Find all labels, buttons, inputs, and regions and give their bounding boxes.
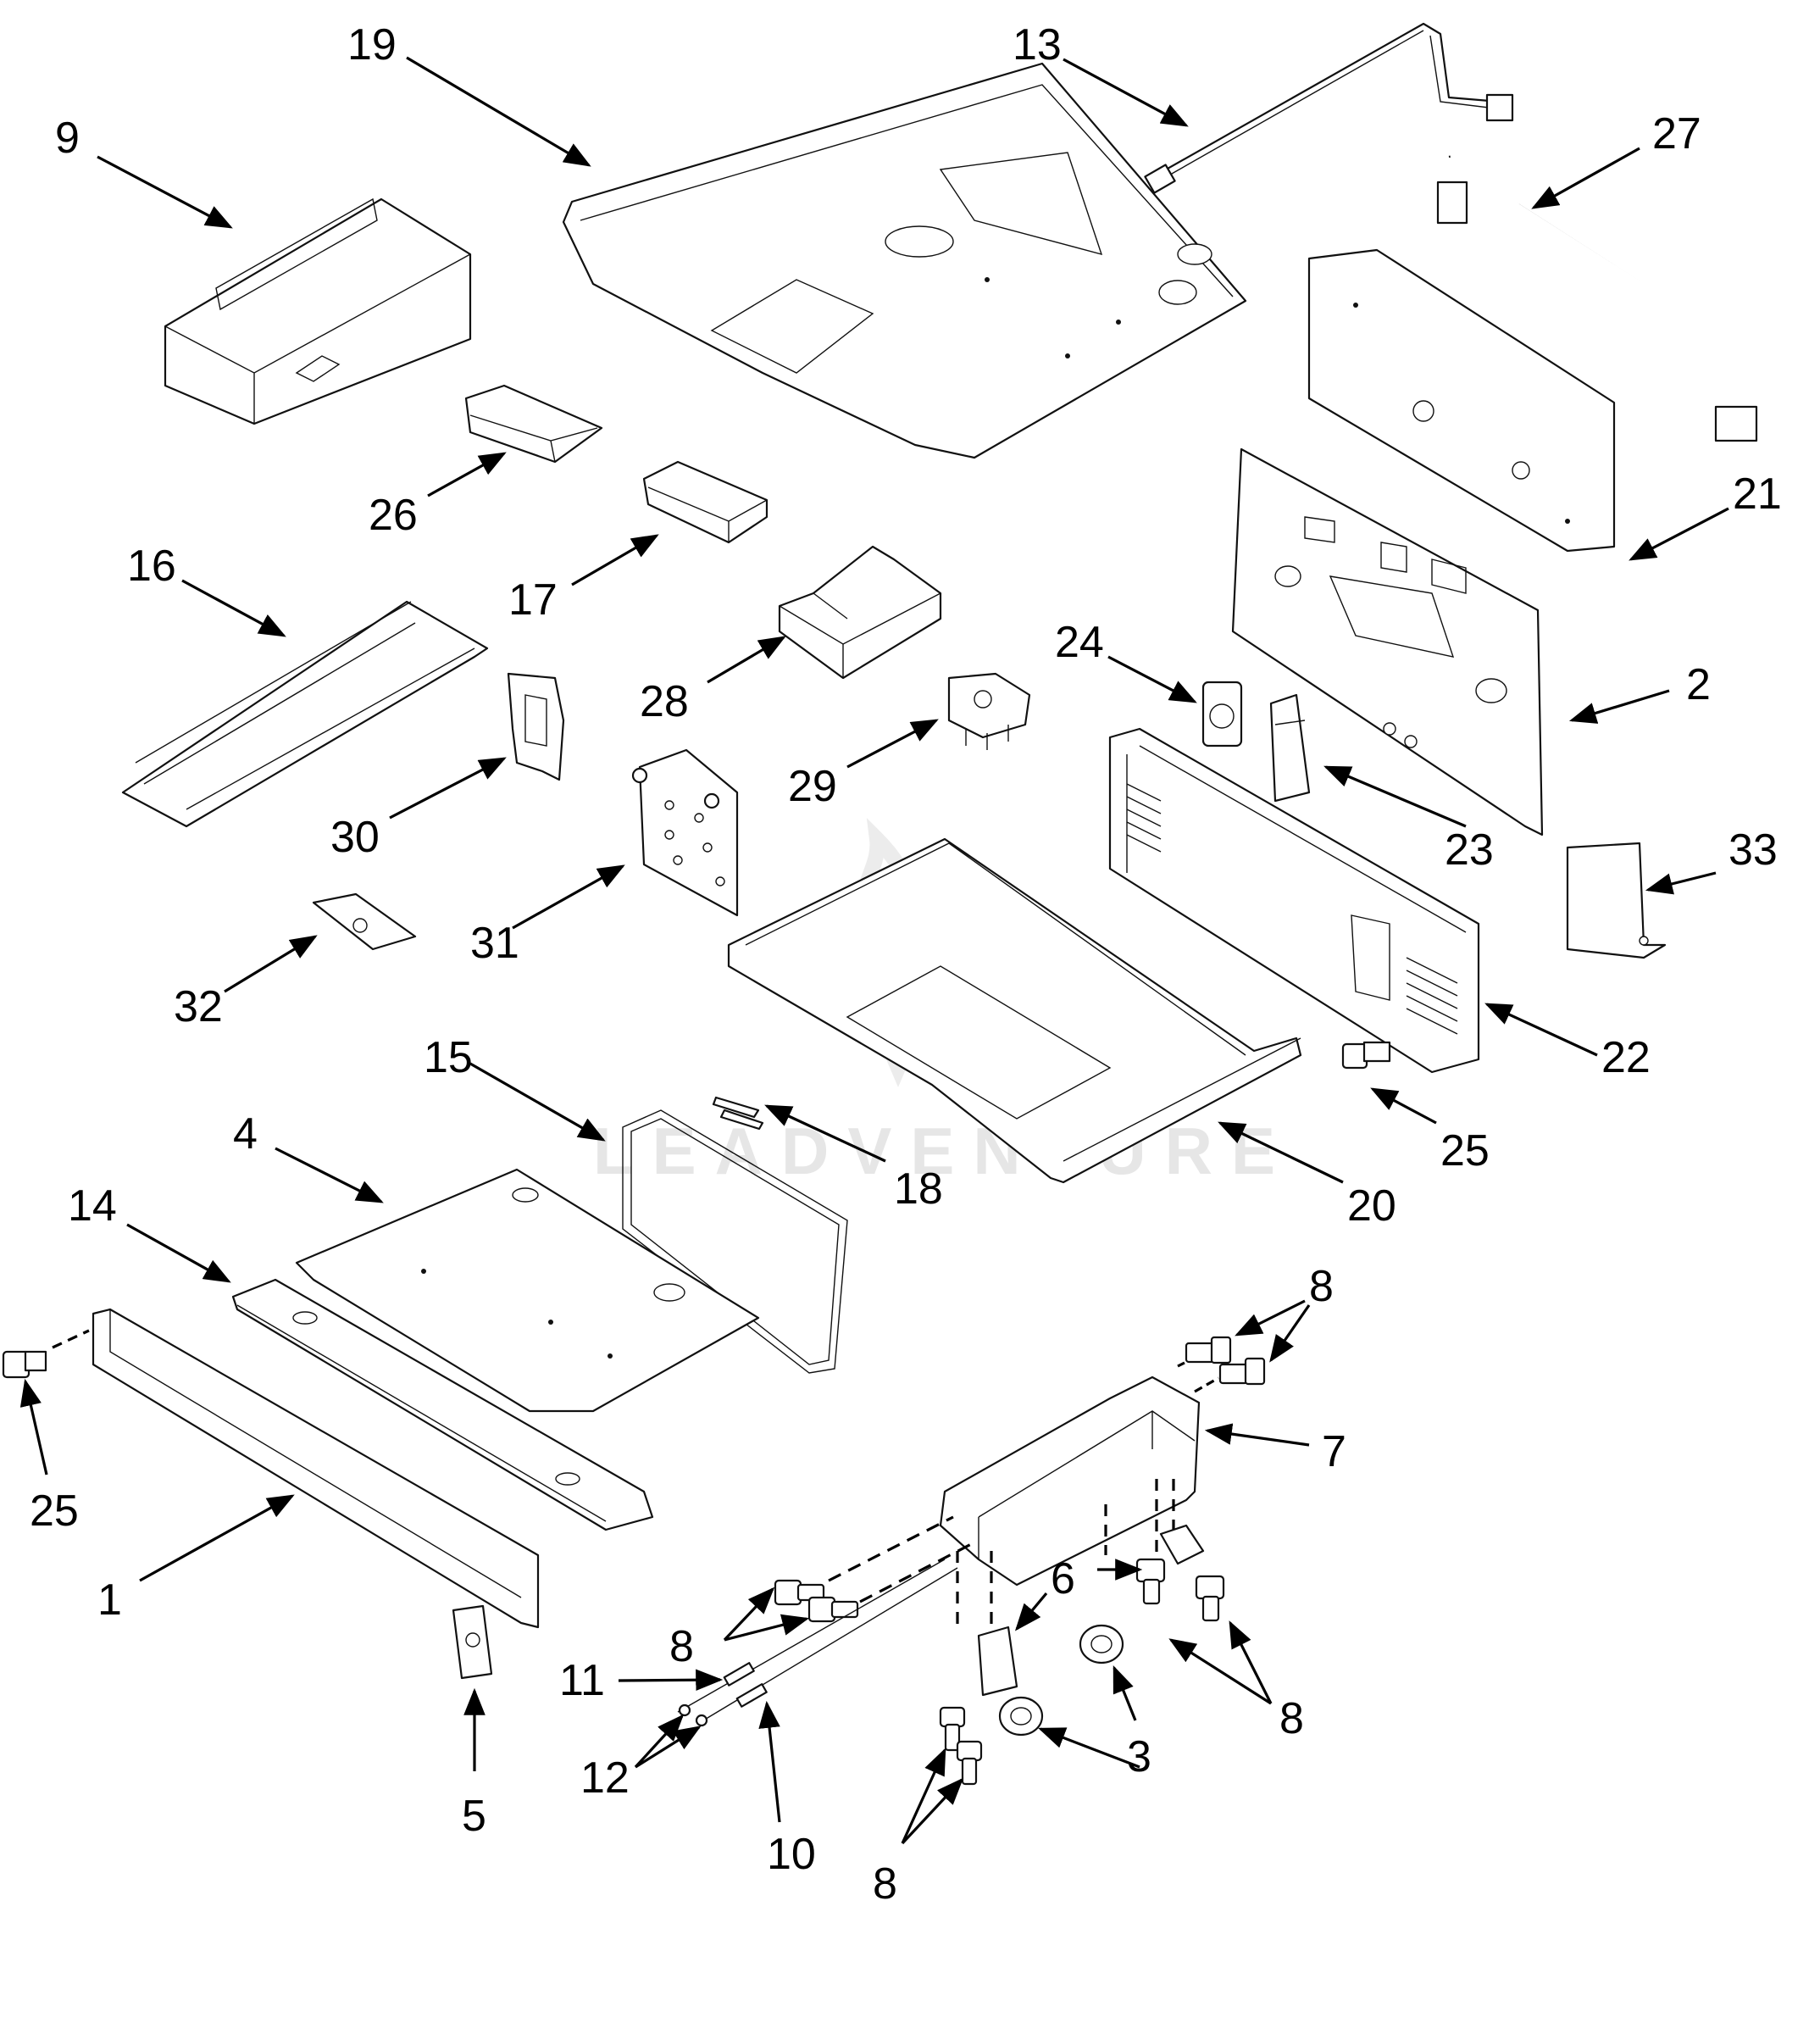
part-29-regulator xyxy=(947,672,1031,750)
callout-17: 17 xyxy=(508,575,558,625)
callout-9: 9 xyxy=(55,114,80,163)
callout-28: 28 xyxy=(640,677,689,726)
callout-13: 13 xyxy=(1013,20,1062,69)
callout-6: 6 xyxy=(1051,1554,1075,1603)
callout-27: 27 xyxy=(1652,109,1701,158)
callout-10: 10 xyxy=(767,1830,816,1879)
part-3-valve-b xyxy=(1079,1624,1124,1664)
callout-12: 12 xyxy=(580,1753,630,1803)
part-22-control-housing xyxy=(1108,727,1480,1074)
callout-3: 3 xyxy=(1127,1732,1151,1781)
part-28-heat-shield xyxy=(778,545,942,680)
part-32-small-plate xyxy=(312,892,417,951)
watermark-text: LEADVENTURE xyxy=(593,1114,1294,1188)
part-24-valve xyxy=(1201,681,1243,747)
callout-16: 16 xyxy=(127,542,176,591)
part-31-plate xyxy=(631,748,739,917)
part-7-manifold-bracket xyxy=(939,1375,1201,1587)
callout-32: 32 xyxy=(174,982,223,1031)
part-27-gas-pipe xyxy=(1436,151,1758,442)
part-13-gas-tube xyxy=(1144,22,1514,194)
bolt-top-1 xyxy=(1185,1336,1232,1364)
callout-8d: 8 xyxy=(873,1859,897,1909)
callout-8b: 8 xyxy=(669,1622,694,1671)
part-8-bolts xyxy=(774,1336,1266,1786)
bolt-left-2 xyxy=(807,1596,859,1623)
callout-7: 7 xyxy=(1322,1427,1346,1476)
callout-14: 14 xyxy=(68,1181,117,1231)
callout-8c: 8 xyxy=(1279,1694,1304,1743)
part-3-valve-a xyxy=(998,1696,1044,1737)
part-25-screw-right xyxy=(1341,1041,1391,1070)
part-20-drawer-frame xyxy=(727,837,1302,1184)
part-33-small-bracket xyxy=(1566,842,1667,959)
part-10-wire xyxy=(677,1559,958,1721)
callout-18: 18 xyxy=(894,1164,943,1214)
callout-30: 30 xyxy=(330,813,380,862)
callout-23: 23 xyxy=(1445,825,1494,875)
bolt-left-1 xyxy=(774,1579,825,1606)
part-26-small-bracket xyxy=(464,384,603,464)
part-11-sleeve xyxy=(723,1662,768,1708)
callout-labels: 19 13 9 27 26 21 16 17 24 28 2 29 30 23 … xyxy=(30,20,1782,1909)
callout-25b: 25 xyxy=(30,1487,79,1536)
part-1-front-trim xyxy=(92,1308,540,1629)
callout-20: 20 xyxy=(1347,1181,1396,1231)
part-18-clips xyxy=(712,1096,764,1131)
leader-lines xyxy=(19,56,1729,1845)
part-valve-mount-right xyxy=(1104,1479,1205,1565)
part-21-back-panel xyxy=(1307,248,1616,553)
callout-2: 2 xyxy=(1686,660,1711,709)
part-23-bracket xyxy=(1269,693,1311,803)
callout-24: 24 xyxy=(1055,618,1104,667)
bolt-bottom-1 xyxy=(939,1706,966,1752)
part-2-rear-chassis xyxy=(1231,447,1544,836)
callout-5: 5 xyxy=(462,1792,486,1841)
part-15-gasket xyxy=(622,1109,848,1374)
bolt-right-1 xyxy=(1135,1558,1166,1605)
callout-8a: 8 xyxy=(1309,1262,1334,1311)
callout-15: 15 xyxy=(424,1033,473,1082)
callout-1: 1 xyxy=(97,1576,122,1625)
part-9-tray xyxy=(164,197,472,425)
part-16-rail xyxy=(121,600,489,828)
bolt-top-2 xyxy=(1218,1357,1266,1386)
part-5-clip xyxy=(452,1604,493,1680)
callout-31: 31 xyxy=(470,919,519,968)
callout-29: 29 xyxy=(788,762,837,811)
callout-33: 33 xyxy=(1728,825,1778,875)
part-12-ends xyxy=(678,1703,708,1727)
callout-25a: 25 xyxy=(1440,1126,1490,1175)
callout-26: 26 xyxy=(369,491,418,540)
part-25-screw-left xyxy=(2,1329,90,1379)
callout-22: 22 xyxy=(1601,1033,1651,1082)
part-17-bracket xyxy=(642,460,769,544)
part-6-valve-mount xyxy=(956,1551,1018,1697)
callout-4: 4 xyxy=(233,1109,258,1159)
part-19-top-panel xyxy=(562,62,1247,459)
part-14-front-rail xyxy=(231,1278,654,1531)
bolt-right-2 xyxy=(1195,1575,1225,1622)
callout-11: 11 xyxy=(559,1656,605,1705)
callout-21: 21 xyxy=(1733,470,1782,519)
callout-19: 19 xyxy=(347,20,397,69)
part-4-bottom-plate xyxy=(295,1168,760,1413)
bolt-bottom-2 xyxy=(956,1740,983,1786)
part-30-vertical-bracket xyxy=(507,672,565,781)
